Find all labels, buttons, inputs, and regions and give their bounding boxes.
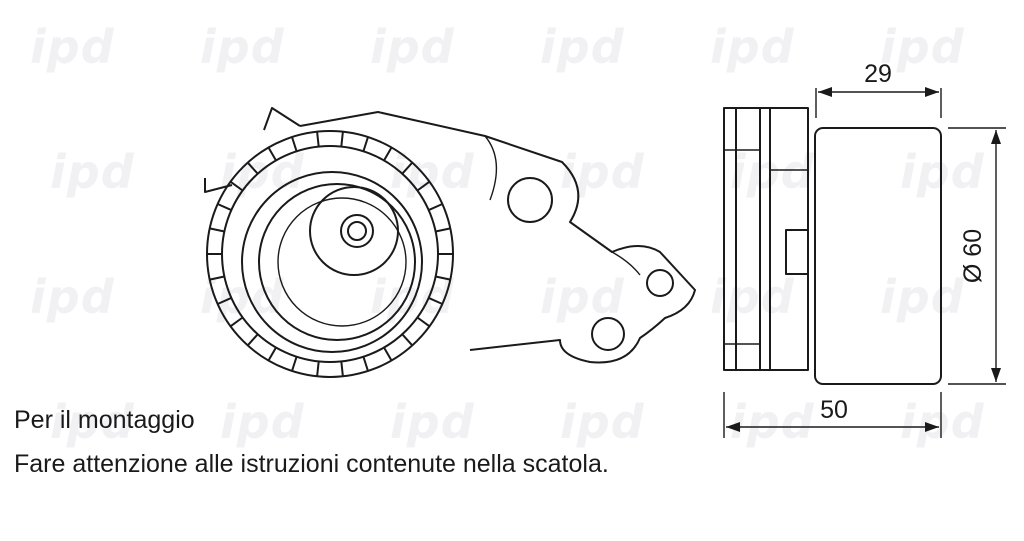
watermark-logo: ipd	[50, 395, 135, 449]
arm-edge	[484, 135, 498, 201]
eccentric-hub	[309, 186, 399, 276]
front-view	[204, 107, 696, 378]
hub-bolt-inner	[347, 221, 367, 241]
ring-tooth	[416, 180, 431, 192]
side-slot	[785, 229, 809, 275]
pulley-bearing	[277, 197, 407, 327]
pulley-rim	[258, 183, 416, 341]
watermark-logo: ipd	[30, 20, 115, 74]
toothed-ring	[207, 131, 453, 377]
note-mounting-title: Per il montaggio	[14, 406, 195, 434]
watermark-logo: ipd	[560, 395, 645, 449]
ring-tooth	[340, 131, 344, 147]
ring-tooth	[291, 136, 298, 152]
pulley-body	[814, 127, 942, 385]
note-instructions: Fare attenzione alle istruzioni contenut…	[14, 450, 609, 478]
dimension-width-top: 29	[864, 60, 892, 88]
ring-tooth	[428, 296, 443, 305]
watermark-logo: ipd	[540, 270, 625, 324]
arm-hole-upper	[507, 177, 553, 223]
watermark-logo: ipd	[370, 20, 455, 74]
dimension-diameter: Ø 60	[959, 229, 987, 283]
ring-tooth	[383, 347, 393, 361]
ring-tooth	[340, 361, 344, 377]
ring-tooth	[316, 131, 320, 147]
ring-tooth	[362, 136, 369, 152]
ring-tooth	[217, 296, 232, 305]
watermark-logo: ipd	[880, 20, 965, 74]
outer-ring-edge	[206, 130, 454, 378]
dimension-width-bottom: 50	[820, 396, 848, 424]
watermark-logo: ipd	[880, 270, 965, 324]
watermark-logo: ipd	[50, 145, 135, 199]
ring-tooth	[383, 147, 393, 161]
ring-tooth	[209, 275, 225, 281]
watermark-logo: ipd	[560, 145, 645, 199]
watermark-logo: ipd	[900, 395, 985, 449]
ring-tooth	[246, 333, 259, 347]
ring-tooth	[217, 203, 232, 212]
watermark-logo: ipd	[30, 270, 115, 324]
watermark-logo: ipd	[200, 20, 285, 74]
hub-bolt-outer	[340, 214, 374, 248]
ring-tooth	[316, 361, 320, 377]
watermark-logo: ipd	[390, 395, 475, 449]
watermark-logo: ipd	[220, 395, 305, 449]
arm-edge	[611, 251, 641, 276]
watermark-logo: ipd	[540, 20, 625, 74]
side-view: 29 Ø 60 50	[723, 60, 1006, 438]
ring-tooth	[401, 161, 414, 175]
watermark-logo: ipd	[730, 145, 815, 199]
watermark-logo: ipd	[730, 395, 815, 449]
arm-hole-right	[646, 269, 674, 297]
watermark-logo: ipd	[370, 270, 455, 324]
ring-tooth	[416, 316, 431, 328]
arm-hole-lower	[591, 317, 625, 351]
ring-tooth	[246, 161, 259, 175]
top-tab	[263, 107, 301, 131]
tensioner-arm	[299, 111, 696, 364]
ring-tooth	[229, 180, 244, 192]
ring-tooth	[435, 227, 451, 233]
ring-tooth	[267, 147, 277, 161]
ring-tooth	[209, 227, 225, 233]
watermark-logo: ipd	[710, 20, 795, 74]
ring-tooth	[229, 316, 244, 328]
pulley-outer	[241, 171, 423, 353]
ring-tooth	[435, 275, 451, 281]
ring-tooth	[267, 347, 277, 361]
ring-inner-edge	[221, 145, 439, 363]
ring-tooth	[428, 203, 443, 212]
ring-tooth	[362, 356, 369, 372]
left-tab	[204, 178, 233, 193]
ring-tooth	[401, 333, 414, 347]
ring-tooth	[291, 356, 298, 372]
